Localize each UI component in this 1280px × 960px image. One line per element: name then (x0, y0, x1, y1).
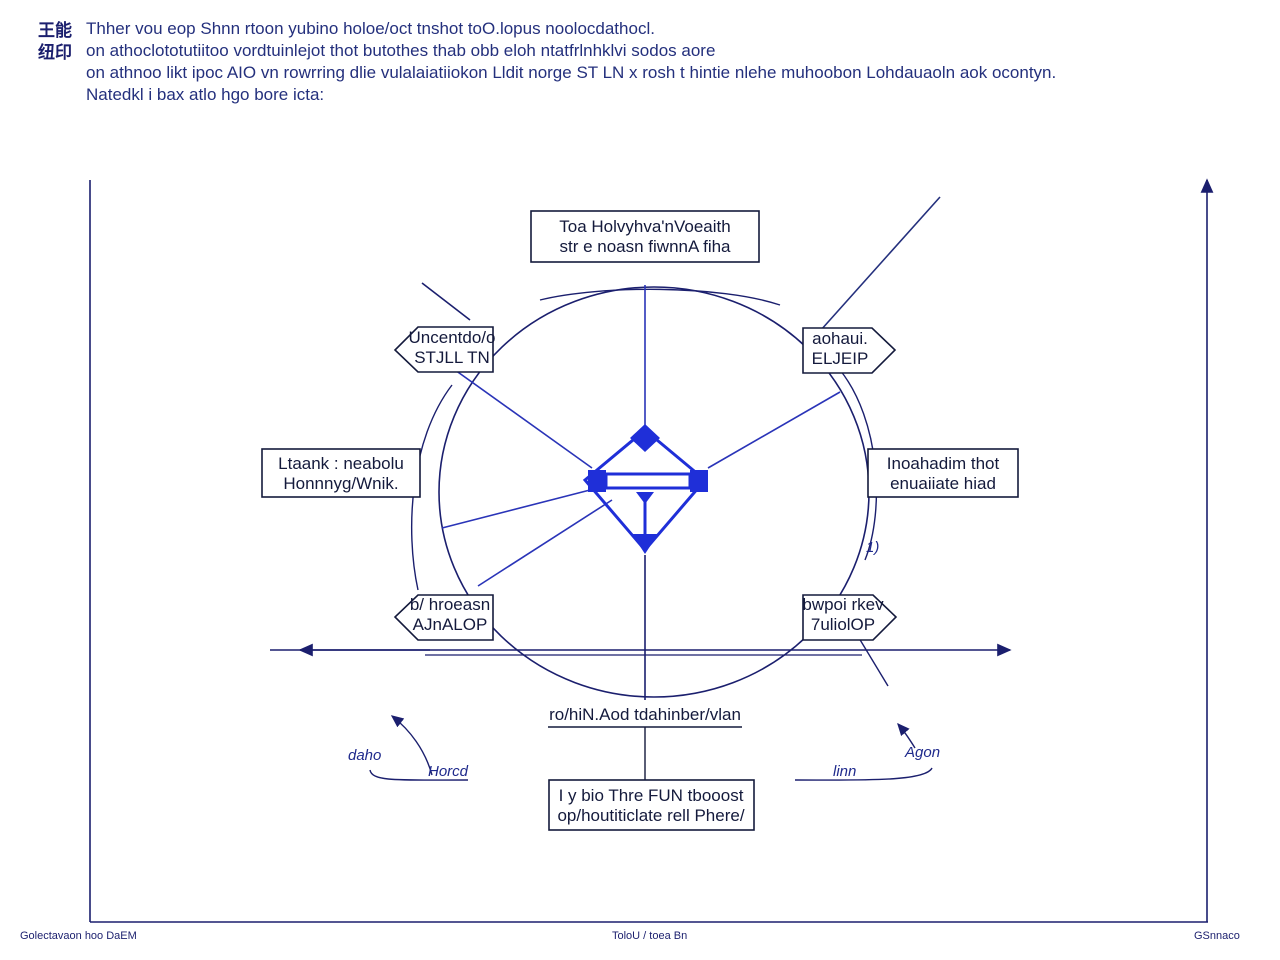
header-line-1: Thher vou eop Shnn rtoon yubino holoe/oc… (86, 19, 655, 38)
side-label-left-frame (261, 448, 421, 498)
footer-right: GSnnaco (1194, 930, 1240, 942)
side-label-right-frame (867, 448, 1019, 498)
callout-upper-left-line-1: Uncentdo/o (409, 328, 496, 347)
small-label-right-b: linn (833, 763, 856, 780)
callout-upper-right-frame (802, 327, 897, 374)
callout-lower-right-line-1: bwpoi rkev (802, 595, 884, 614)
hub-right-block (690, 470, 708, 492)
callout-upper-right-line-2: ELJEIP (812, 349, 869, 368)
callout-lower-left-frame (393, 594, 494, 641)
header-glyph-line-1: 王能 (38, 21, 72, 41)
diagonal-line-upper-right (811, 196, 941, 341)
header-line-3: on athnoo likt ipoc AIO vn rowrring dlie… (86, 63, 1057, 82)
callout-lower-left-line-2: AJnALOP (413, 615, 488, 634)
spoke-top-left-stub (421, 282, 471, 321)
spoke-lower-left (477, 499, 613, 587)
hub-bottom-marker (632, 534, 658, 554)
small-label-right-a: Agon (904, 744, 940, 761)
spoke-upper-left (454, 369, 593, 469)
callout-lower-right-frame (802, 594, 898, 641)
left-curve-annotation (369, 769, 469, 781)
top-box-line-1: Toa Holvyhva'nVoeaith (559, 217, 730, 236)
top-box-frame (530, 210, 760, 263)
header-notes: 王能 纽印 Thher vou eop Shnn rtoon yubino ho… (38, 18, 1238, 108)
footer-center: ToloU / toea Bn (612, 930, 688, 942)
header-text: Thher vou eop Shnn rtoon yubino holoe/oc… (86, 18, 1206, 106)
small-label-left-b: Horcd (428, 763, 469, 780)
header-glyph-line-2: 纽印 (38, 43, 72, 63)
spoke-upper-right (707, 391, 841, 469)
bottom-box-line-2: op/houtiticlate rell Phere/ (557, 806, 744, 825)
top-box-line-2: str e noasn fiwnnA fiha (559, 237, 731, 256)
right-curve-annotation (794, 767, 933, 781)
callout-lower-right-line-2: 7uliolOP (811, 615, 875, 634)
header-line-2: on athoclototutiitoo vordtuinlejot thot … (86, 41, 716, 60)
spoke-left (441, 489, 591, 529)
small-label-left-a: daho (348, 747, 381, 764)
right-curve-arrow (897, 722, 916, 749)
left-curve-arrow (390, 715, 433, 776)
callout-upper-left-line-2: STJLL TN (414, 348, 490, 367)
side-label-left-line-1: Ltaank : neabolu (278, 454, 404, 473)
center-caption: ro/hiN.Aod tdahinber/vlan (549, 705, 741, 724)
callout-upper-left-frame (393, 326, 494, 373)
callout-lower-left-line-1: b/ hroeasn (410, 595, 490, 614)
footer-left: Golectavaon hoo DaEM (20, 930, 137, 942)
side-label-right-line-1: Inoahadim thot (887, 454, 1000, 473)
hub-top-marker (630, 424, 660, 452)
bottom-box-line-1: I y bio Thre FUN tbooost (559, 786, 744, 805)
header-glyph: 王能 纽印 (38, 20, 78, 64)
hub-bar (604, 472, 692, 490)
small-label-tick-right: 1) (866, 539, 879, 556)
hub-mid-marker (636, 492, 654, 504)
header-line-4: Natedkl i bax atlo hgo bore icta: (86, 85, 325, 104)
callout-upper-right-line-1: aohaui. (812, 329, 868, 348)
side-label-right-line-2: enuaiiate hiad (890, 474, 996, 493)
bottom-box-frame (548, 779, 755, 831)
hub-left-block (588, 470, 606, 492)
central-hub (582, 424, 708, 554)
frame-axes (89, 178, 1214, 923)
side-label-left-line-2: Honnnyg/Wnik. (283, 474, 398, 493)
spokes (421, 282, 841, 700)
outer-arc-top (539, 288, 781, 306)
